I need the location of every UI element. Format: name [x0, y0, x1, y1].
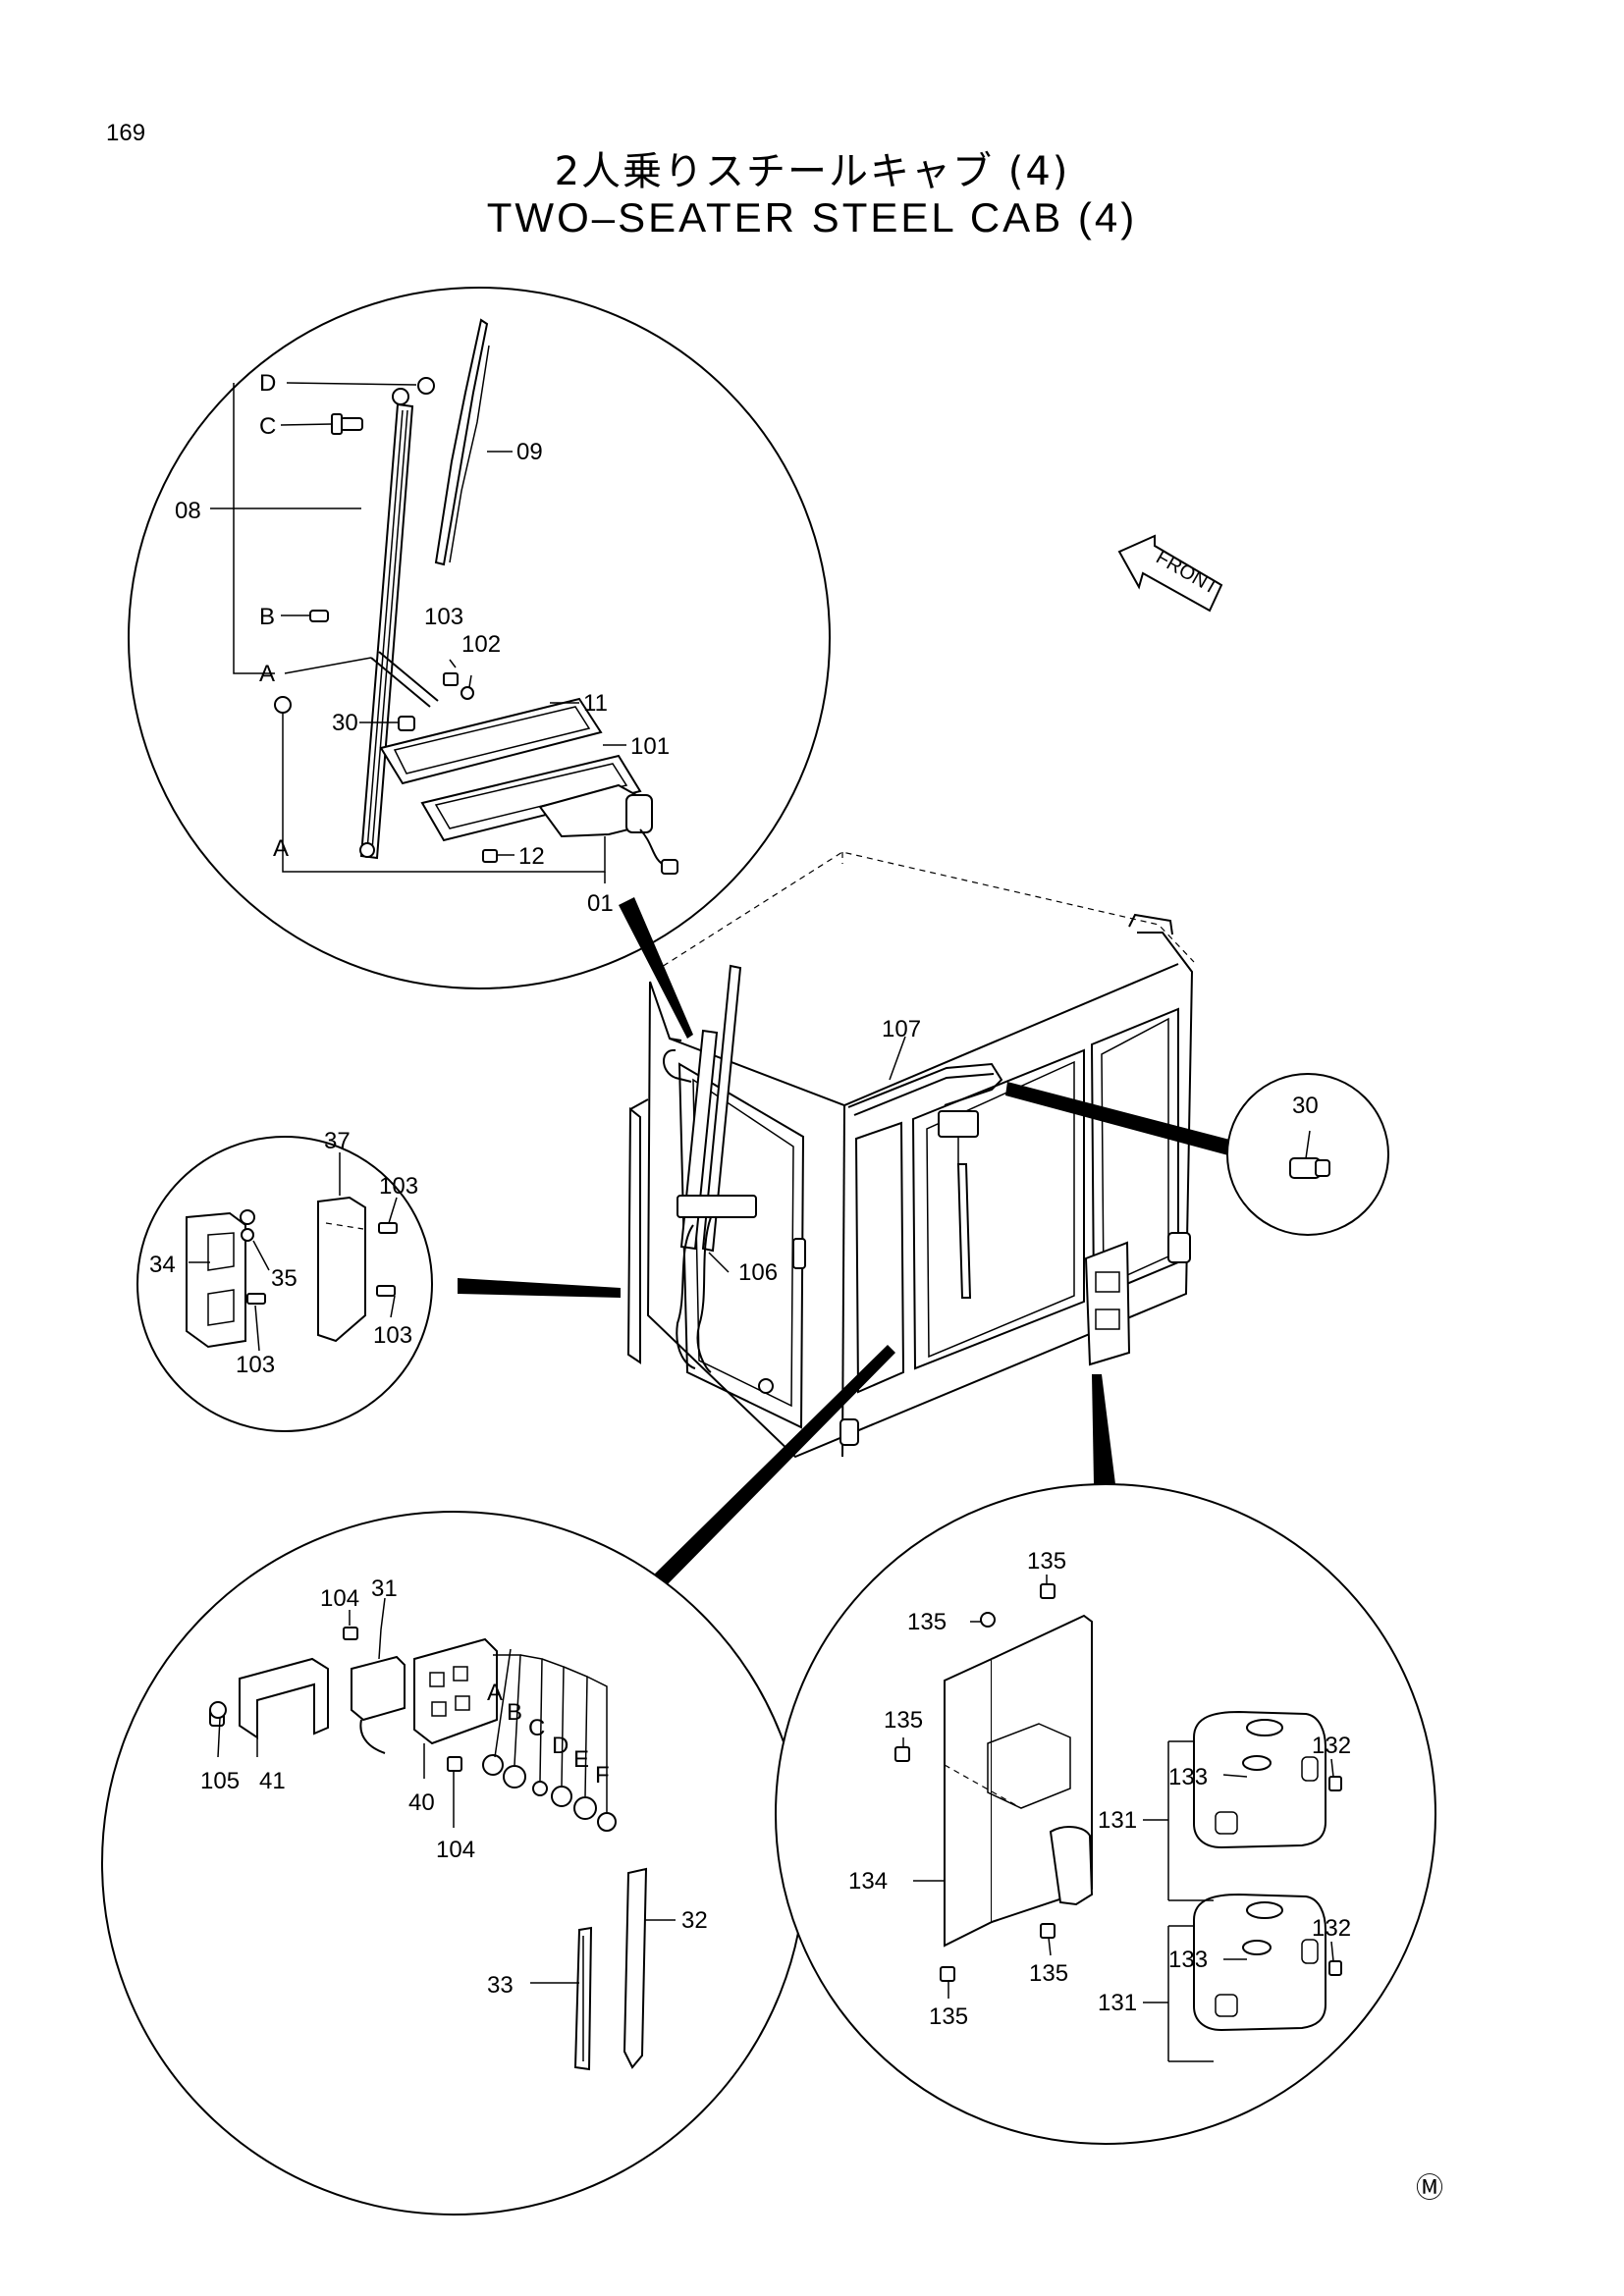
page-number: 169 [106, 120, 146, 146]
bottom-right-detail-circle: 135 135 135 133 132 131 134 135 135 133 … [775, 1483, 1436, 2145]
callout-135-lower-right: 135 [1029, 1960, 1068, 1987]
callout-106: 106 [738, 1259, 778, 1286]
pointer-left [458, 1278, 621, 1298]
callout-132-lower: 132 [1312, 1915, 1351, 1942]
callout-131-upper: 131 [1098, 1807, 1137, 1834]
callout-30-top: 30 [332, 710, 358, 736]
front-arrow: FRONT [1117, 534, 1223, 613]
callout-E-bl: E [573, 1746, 589, 1773]
callout-08: 08 [175, 498, 201, 524]
callout-D-bl: D [552, 1733, 568, 1759]
callout-01: 01 [587, 890, 614, 917]
callout-30-right: 30 [1292, 1093, 1319, 1119]
callout-D: D [259, 370, 276, 397]
pointer-right [1005, 1082, 1241, 1158]
callout-104-bottom: 104 [436, 1837, 475, 1863]
callout-F-bl: F [595, 1762, 610, 1789]
callout-34: 34 [149, 1252, 176, 1278]
callout-09: 09 [516, 439, 543, 465]
top-detail-circle: D C 08 09 B A 103 102 11 30 101 12 A 01 [128, 287, 831, 989]
callout-103-left-bottom: 103 [236, 1352, 275, 1378]
callout-135-mid-left: 135 [884, 1707, 923, 1734]
left-detail-circle: 37 103 34 35 103 103 [136, 1128, 433, 1432]
pointer-bottom-left [646, 1345, 895, 1592]
callout-103-left-mid: 103 [373, 1322, 412, 1349]
callout-103-top: 103 [424, 604, 463, 630]
callout-135-lower-left: 135 [929, 2003, 968, 2030]
callout-104-top: 104 [320, 1585, 359, 1612]
callout-33: 33 [487, 1972, 514, 1999]
callout-12: 12 [518, 843, 545, 870]
page-title-japanese: 2人乗りスチールキャブ (4) [554, 149, 1070, 194]
callout-B: B [259, 604, 275, 630]
callout-C: C [259, 413, 276, 440]
page-title-english: TWO–SEATER STEEL CAB (4) [486, 194, 1138, 240]
cab-body [626, 851, 1195, 1459]
callout-105: 105 [200, 1768, 240, 1794]
callout-131-lower: 131 [1098, 1990, 1137, 2016]
callout-107: 107 [882, 1016, 921, 1042]
callout-A-lower: A [273, 835, 289, 862]
callout-31: 31 [371, 1575, 398, 1602]
callout-A-bl: A [487, 1680, 503, 1706]
pointer-bottom-right [1092, 1374, 1115, 1484]
callout-135-top: 135 [1027, 1548, 1066, 1575]
callout-133-lower: 133 [1168, 1947, 1208, 1973]
callout-37: 37 [324, 1128, 351, 1154]
callout-B-bl: B [507, 1699, 522, 1726]
callout-32: 32 [681, 1907, 708, 1934]
callout-132-upper: 132 [1312, 1733, 1351, 1759]
m-mark: Ⓜ [1416, 2171, 1443, 2204]
callout-135-upper-left: 135 [907, 1609, 947, 1635]
right-small-circle: 30 [1226, 1073, 1389, 1236]
callout-41: 41 [259, 1768, 286, 1794]
callout-134: 134 [848, 1868, 888, 1895]
pointer-top [619, 897, 693, 1039]
callout-40: 40 [408, 1789, 435, 1816]
callout-133-upper: 133 [1168, 1764, 1208, 1790]
callout-35: 35 [271, 1265, 298, 1292]
callout-A-upper: A [259, 661, 275, 687]
callout-103-left-top: 103 [379, 1173, 418, 1200]
bottom-left-detail-circle: 104 31 A B C D E F 105 41 40 104 32 33 [101, 1511, 806, 2216]
callout-102: 102 [461, 631, 501, 658]
callout-11: 11 [583, 690, 608, 717]
callout-C-bl: C [528, 1715, 545, 1741]
callout-101: 101 [630, 733, 670, 760]
